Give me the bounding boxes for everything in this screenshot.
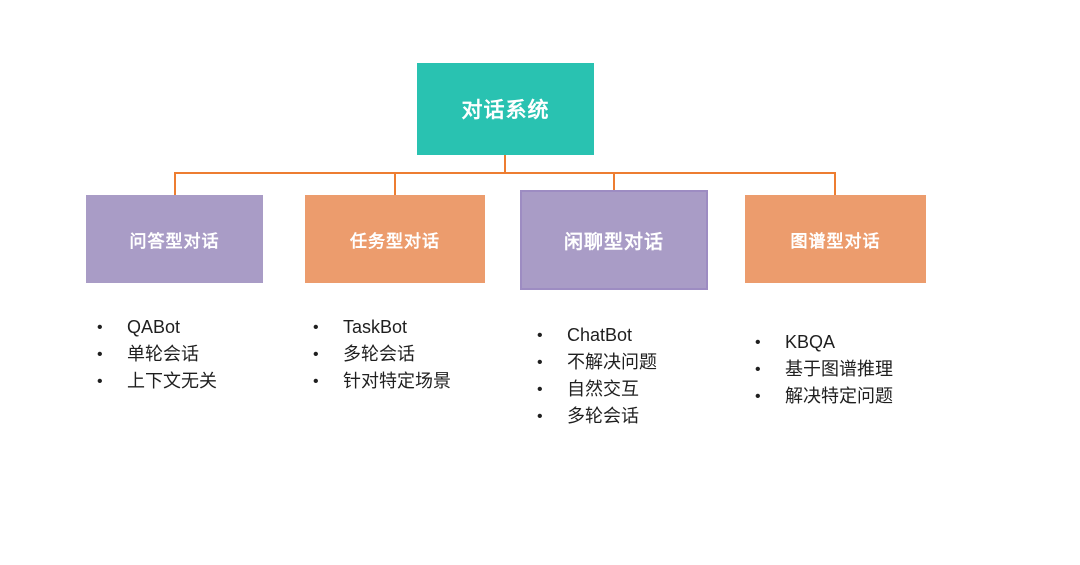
root-node-dialogue-system: 对话系统 <box>417 63 594 155</box>
category-label: 问答型对话 <box>129 231 220 251</box>
list-item: QABot <box>95 314 217 341</box>
bullet-list-kbqa: KBQA 基于图谱推理 解决特定问题 <box>753 329 893 410</box>
list-item: ChatBot <box>535 322 657 349</box>
list-item: 自然交互 <box>535 376 657 403</box>
connector-root-stem <box>504 155 506 174</box>
list-item: 多轮会话 <box>535 403 657 430</box>
list-item: TaskBot <box>311 314 451 341</box>
category-label: 任务型对话 <box>350 231 440 251</box>
category-label: 图谱型对话 <box>790 231 881 251</box>
bullet-list-chitchat: ChatBot 不解决问题 自然交互 多轮会话 <box>535 322 657 430</box>
connector-horizontal-bar <box>174 172 836 174</box>
root-node-label: 对话系统 <box>461 99 550 122</box>
list-item: 上下文无关 <box>95 368 217 395</box>
connector-drop-4 <box>834 172 836 196</box>
list-item: 解决特定问题 <box>753 383 893 410</box>
list-item: 多轮会话 <box>311 341 451 368</box>
list-item: 针对特定场景 <box>311 368 451 395</box>
list-item: KBQA <box>753 329 893 356</box>
category-label: 闲聊型对话 <box>563 231 664 253</box>
category-box-qa-dialogue: 问答型对话 <box>86 195 263 283</box>
list-item: 单轮会话 <box>95 341 217 368</box>
list-item: 不解决问题 <box>535 349 657 376</box>
list-item: 基于图谱推理 <box>753 356 893 383</box>
connector-drop-2 <box>394 172 396 196</box>
bullet-list-qa: QABot 单轮会话 上下文无关 <box>95 314 217 395</box>
connector-drop-3 <box>613 172 615 191</box>
connector-drop-1 <box>174 172 176 196</box>
category-box-graph-dialogue: 图谱型对话 <box>745 195 926 283</box>
bullet-list-task: TaskBot 多轮会话 针对特定场景 <box>311 314 451 395</box>
category-box-task-dialogue: 任务型对话 <box>305 195 485 283</box>
category-box-chitchat-dialogue: 闲聊型对话 <box>520 190 708 290</box>
